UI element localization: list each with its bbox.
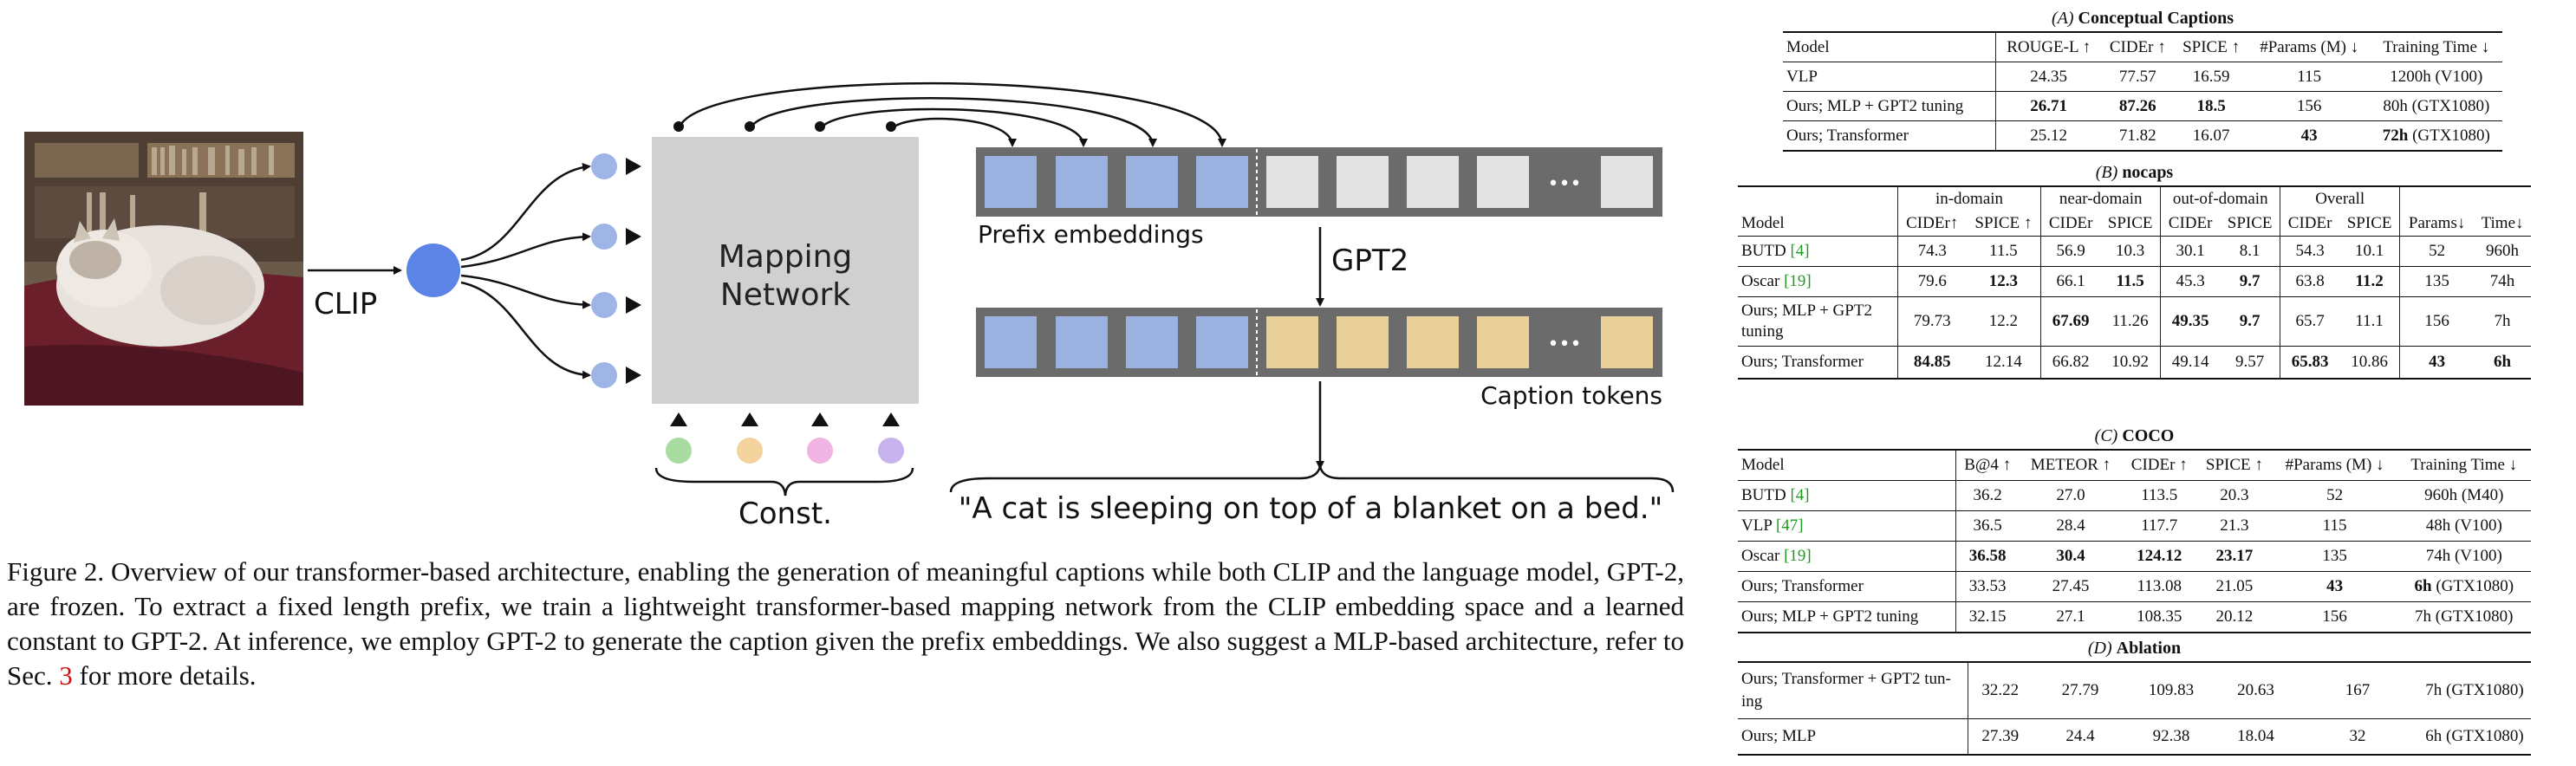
- prefix-embeddings-label: Prefix embeddings: [978, 220, 1204, 249]
- table-header: ROUGE-L ↑: [1995, 32, 2102, 62]
- table-c-coco: (C) COCO Model B@4 ↑ METEOR ↑ CIDEr ↑ SP…: [1738, 423, 2531, 756]
- caption-section-ref: 3: [59, 660, 73, 691]
- mapping-label-line1: Mapping: [719, 239, 853, 275]
- architecture-figure: CLIP Mapping Network Const.: [24, 81, 1675, 531]
- caption-token-bar: •••: [976, 308, 1662, 377]
- figure-caption: Figure 2. Overview of our transformer-ba…: [7, 555, 1684, 693]
- clip-embedding-circle: [407, 243, 460, 297]
- prefix-token-bar: •••: [976, 147, 1662, 217]
- table-a-conceptual-captions: (A) Conceptual Captions Model ROUGE-L ↑ …: [1783, 5, 2502, 152]
- table-c-caption: (C) COCO: [2094, 426, 2175, 445]
- table-header: Training Time ↓: [2383, 38, 2490, 56]
- table-header: #Params (M) ↓: [2260, 38, 2359, 56]
- const-inputs: [666, 412, 904, 464]
- mapping-network-box: [652, 137, 919, 404]
- prefix-arcs: [677, 81, 1226, 147]
- fanout-curves: [460, 162, 591, 380]
- caption-text-end: for more details.: [72, 660, 257, 691]
- const-brace: [654, 467, 914, 497]
- table-d-caption: (D) Ablation: [2087, 639, 2182, 658]
- gpt2-label: GPT2: [1331, 243, 1408, 278]
- prefix-circles: [591, 153, 641, 388]
- caption-text: Figure 2. Overview of our transformer-ba…: [7, 556, 1684, 691]
- output-caption: "A cat is sleeping on top of a blanket o…: [959, 491, 1662, 526]
- table-header: Model: [1786, 38, 1830, 56]
- output-brace: [949, 465, 1675, 493]
- const-label: Const.: [738, 497, 832, 531]
- cat-photo: [24, 132, 303, 406]
- ellipsis-bottom: •••: [1548, 334, 1582, 355]
- table-header: SPICE ↑: [2182, 38, 2241, 56]
- mapping-label-line2: Network: [720, 277, 850, 313]
- table-b-caption: (B) nocaps: [2095, 163, 2174, 182]
- caption-tokens-label: Caption tokens: [1480, 381, 1662, 410]
- clip-label: CLIP: [314, 287, 377, 321]
- table-header: CIDEr ↑: [2109, 38, 2166, 56]
- table-b-nocaps: (B) nocaps Model in-domain near-domain o…: [1738, 159, 2531, 380]
- table-a-caption: (A) Conceptual Captions: [2051, 9, 2234, 28]
- ellipsis-top: •••: [1548, 173, 1582, 195]
